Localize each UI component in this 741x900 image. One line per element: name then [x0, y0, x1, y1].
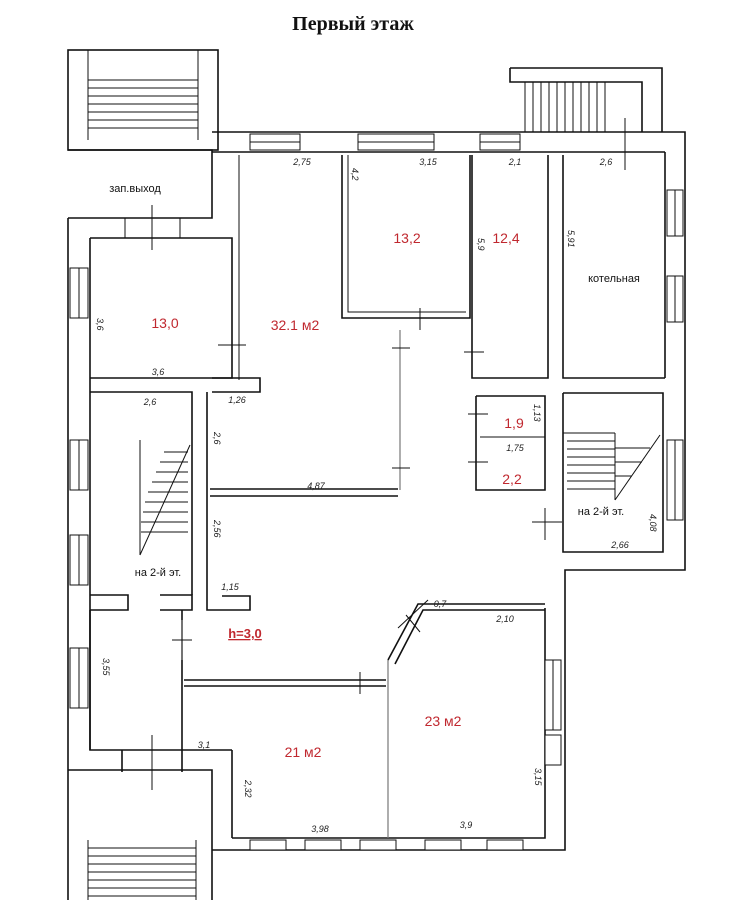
- ceiling-height: h=3,0: [228, 626, 262, 641]
- windows-left: [69, 267, 89, 709]
- room-21: 21 м2 2,32 3,98: [184, 660, 389, 838]
- boiler-room: котельная 2,6 5,91: [562, 155, 665, 379]
- stairs-right-label: на 2-й эт.: [578, 506, 624, 518]
- wc-rooms: 1,9 2,2 1,75 1,13: [468, 395, 546, 491]
- area-23: 23 м2: [425, 713, 462, 729]
- dim-3-6-bottom: 3,6: [152, 367, 165, 377]
- area-13-0: 13,0: [151, 315, 178, 331]
- stairs-left-label: на 2-й эт.: [135, 567, 181, 579]
- emergency-exit-vestibule: зап.выход: [68, 149, 213, 250]
- area-21: 21 м2: [285, 744, 322, 760]
- hall: 32.1 м2 2,75 1,26: [212, 157, 319, 405]
- bottom-left-stairs: [67, 769, 213, 900]
- area-1-9: 1,9: [504, 415, 524, 431]
- dim-4-08: 4,08: [648, 514, 658, 532]
- dim-2-1: 2,1: [508, 157, 522, 167]
- dim-5-9: 5,9: [476, 238, 486, 251]
- windows-bottom: [249, 839, 524, 851]
- dim-2-10: 2,10: [495, 614, 514, 624]
- area-13-2: 13,2: [393, 230, 420, 246]
- dim-2-56: 2,56: [212, 519, 222, 538]
- dim-2-6-top: 2,6: [599, 157, 613, 167]
- dim-3-1: 3,1: [198, 740, 211, 750]
- corridor-walls: 4,87 2,6 2,56 1,15 h=3,0: [206, 392, 398, 641]
- page-title: Первый этаж: [292, 13, 414, 35]
- dim-1-75: 1,75: [506, 443, 525, 453]
- dim-3-6-left: 3,6: [95, 318, 105, 331]
- left-staircase: на 2-й эт. 2,6: [90, 391, 193, 611]
- windows-right: [544, 189, 684, 766]
- dim-3-15-right: 3,15: [533, 768, 543, 787]
- dim-1-26: 1,26: [228, 395, 246, 405]
- dim-3-98: 3,98: [311, 824, 329, 834]
- area-hall: 32.1 м2: [271, 317, 320, 333]
- dim-2-6-corr: 2,6: [212, 431, 222, 445]
- top-right-stairs: [509, 67, 663, 170]
- dim-5-91: 5,91: [566, 230, 576, 248]
- dim-4-2: 4,2: [350, 168, 360, 181]
- dim-3-15: 3,15: [419, 157, 438, 167]
- area-2-2: 2,2: [502, 471, 522, 487]
- dim-0-7: 0,7: [434, 599, 448, 609]
- dim-4-87: 4,87: [307, 481, 326, 491]
- dim-3-9: 3,9: [460, 820, 473, 830]
- dim-1-15: 1,15: [221, 582, 240, 592]
- room-23: 23 м2 0,7 2,10 3,9 3,15: [387, 599, 545, 830]
- dim-1-13: 1,13: [532, 404, 542, 422]
- dim-2-32: 2,32: [243, 779, 253, 798]
- area-12-4: 12,4: [492, 230, 519, 246]
- dim-3-55: 3,55: [101, 658, 111, 677]
- emergency-exit-label: зап.выход: [109, 183, 161, 195]
- boiler-room-label: котельная: [588, 273, 640, 285]
- outer-walls: [67, 131, 686, 851]
- dim-2-75: 2,75: [292, 157, 312, 167]
- room-12-4: 12,4 2,1 5,9: [464, 155, 549, 379]
- top-left-stairs: [67, 49, 219, 151]
- right-staircase: на 2-й эт. 2,66 4,08: [532, 392, 664, 553]
- room-13-2: 13,2 3,15 4,2: [341, 155, 471, 490]
- dim-2-66: 2,66: [610, 540, 629, 550]
- windows-top: [249, 133, 521, 151]
- room-13-0: 13,0 3,6 3,6: [90, 155, 246, 380]
- lower-left-vestibule: 3,55 3,1: [89, 610, 232, 790]
- dim-2-6-stair: 2,6: [143, 397, 157, 407]
